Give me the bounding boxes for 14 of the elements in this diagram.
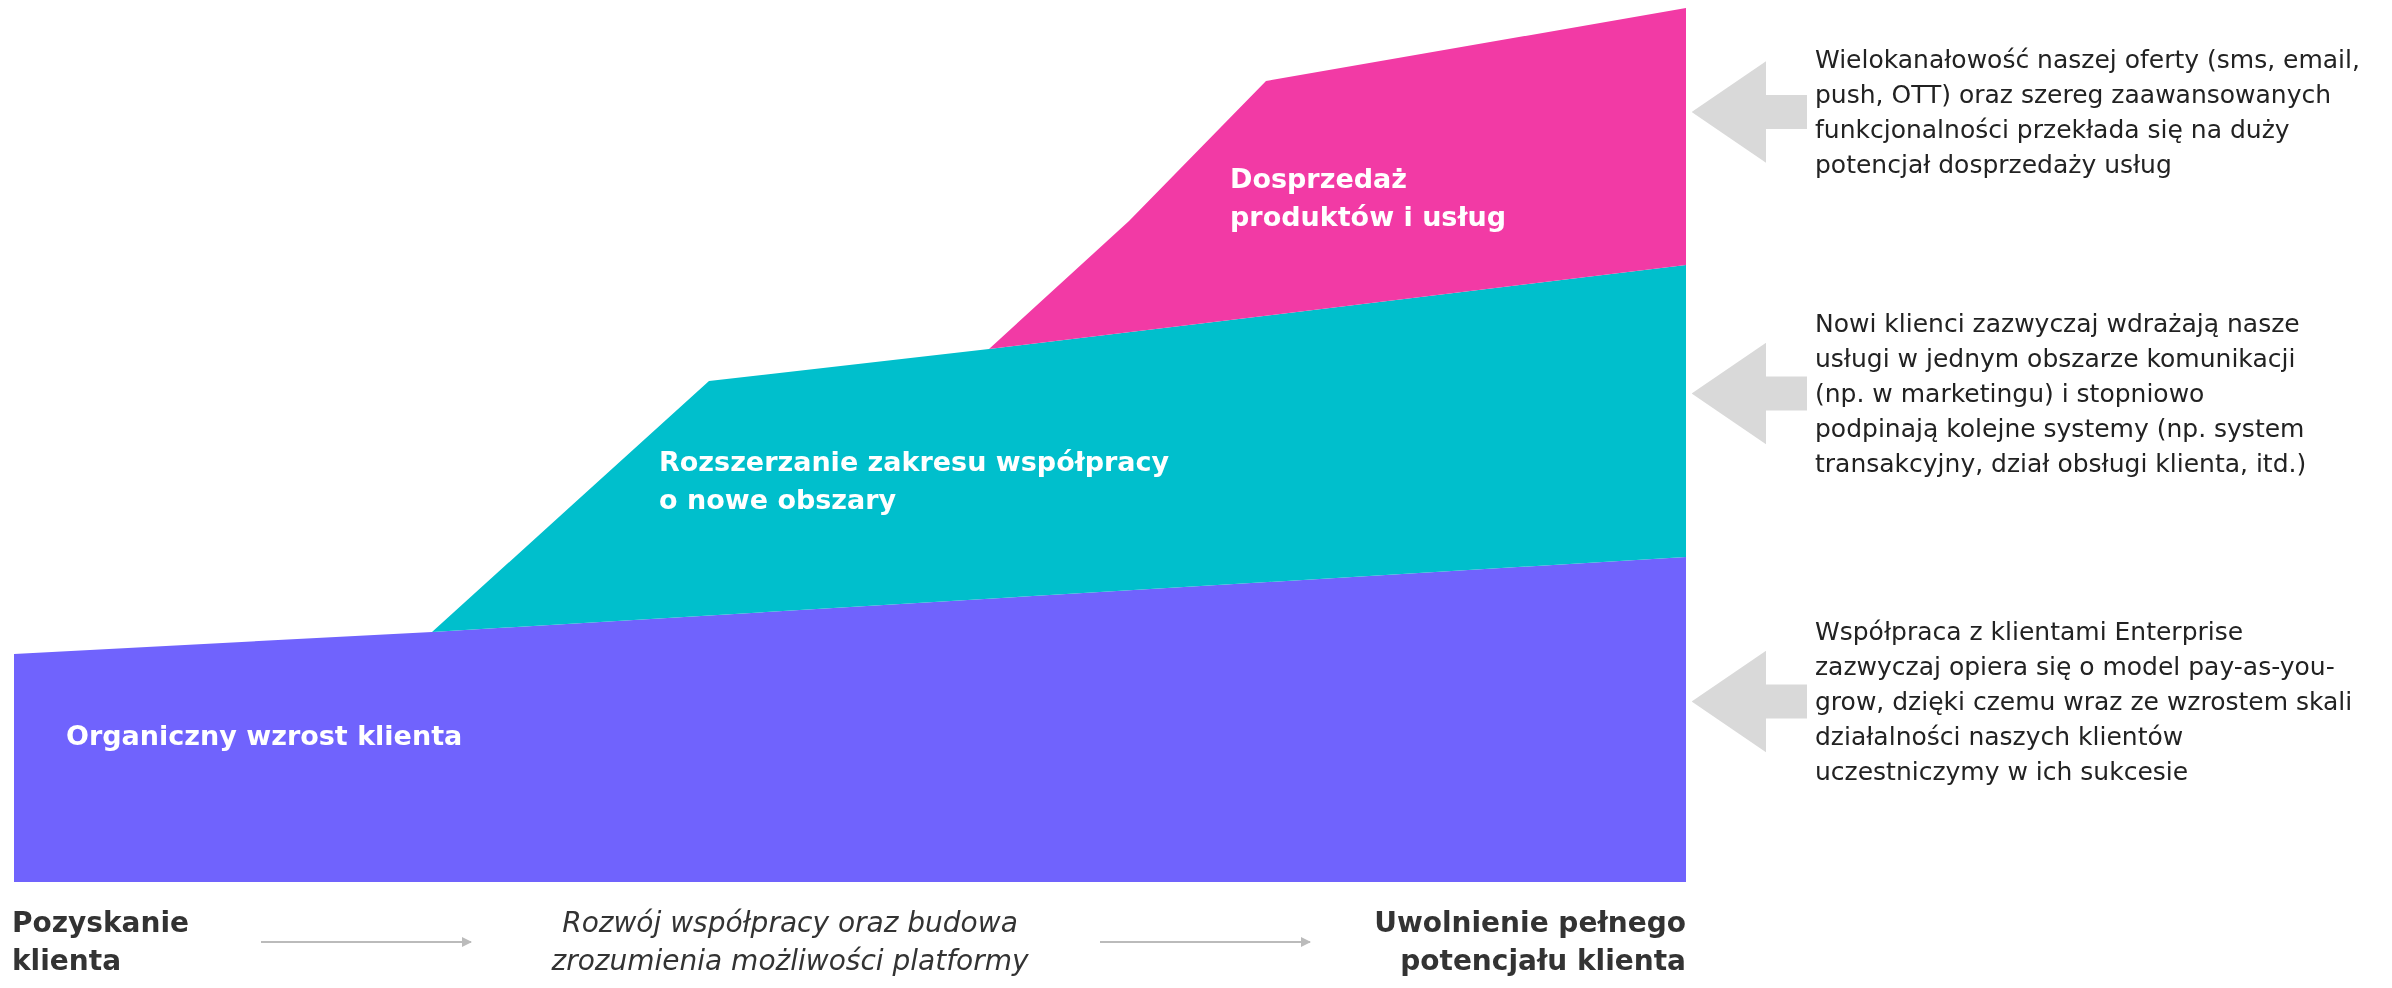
block-arrow [1691,650,1807,753]
block-arrow [1691,61,1807,163]
stage-label: Rozwój współpracy oraz budowa zrozumienia możliwości platformy [550,905,1030,979]
stage-label: Pozyskanie klienta [12,905,190,979]
band-label: Dosprzedaż produktów i usług [1230,162,1507,234]
arrow [1099,937,1311,947]
block-arrow [1691,342,1807,445]
description-text: Współpraca z klientami Enterprise zazwyczaj opiera się o model pay-as-you-grow, dzięki czemu wraz ze wzrostem skali działalności naszych klientów uczestniczymy w ich sukcesie [1815,616,2354,788]
stage-label: Uwolnienie pełnego potencjału klienta [1373,905,1686,979]
arrow [260,937,472,947]
description-text: Wielokanałowość naszej oferty (sms, email, push, OTT) oraz szereg zaawansowanych funkcjonalności przekłada się na duży potencjał dosprzedaży usług [1815,44,2360,181]
band-label: Rozszerzanie zakresu współpracy o nowe obszary [659,445,1171,517]
description-text: Nowi klienci zazwyczaj wdrażają nasze usługi w jednym obszarze komunikacji (np. w marketingu) i stopniowo podpinają kolejne systemy (np. system transakcyjny, dział obsługi klienta, itd.) [1815,308,2308,480]
band-label: Organiczny wzrost klienta [66,719,464,753]
